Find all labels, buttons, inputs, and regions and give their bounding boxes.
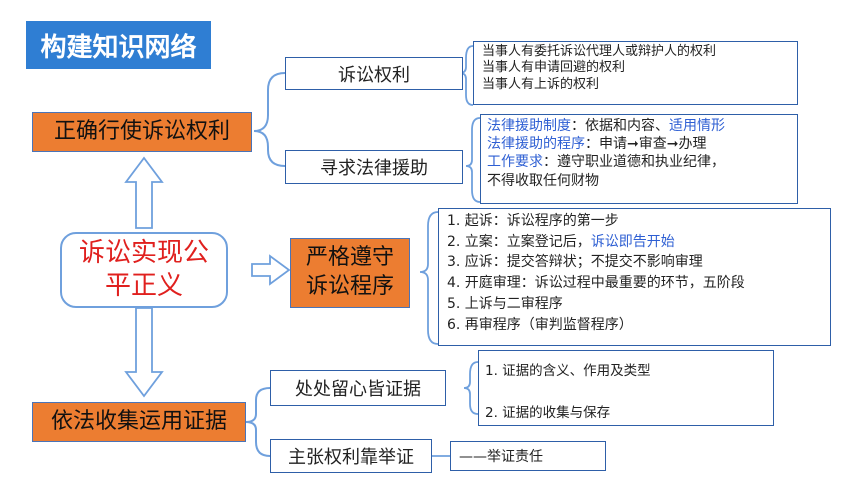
rights-item: 当事人有委托诉讼代理人或辩护人的权利 [482,44,717,59]
procedure-step: 1. 起诉：诉讼程序的第一步 [447,213,619,229]
aid-text: ：依据和内容、 [571,118,669,134]
aid-text: ：遵守职业道德和执业纪律， [543,154,725,171]
aid-term-procedure: 法律援助的程序 [487,136,585,153]
procedure-step: 2. 立案：立案登记后，诉讼即告开始 [447,232,822,253]
aid-line-4: 不得收取任何财物 [487,172,599,189]
aid-line-1: 法律援助制度：依据和内容、适用情形 [487,117,791,135]
burden-note: ——举证责任 [450,441,606,471]
rights-box: 诉讼权利 [285,57,463,90]
burden-box: 主张权利靠举证 [270,439,432,473]
legal-aid-box: 寻求法律援助 [285,150,463,184]
aid-term-cases: 适用情形 [669,118,725,134]
step-highlight: 诉讼即告开始 [590,233,675,250]
node-collect-evidence: 依法收集运用证据 [32,402,246,442]
rights-item: 当事人有申请回避的权利 [482,60,626,76]
aid-line-2: 法律援助的程序：申请➞审查➞办理 [487,135,791,153]
procedure-step: 6. 再审程序（审判监督程序） [447,316,633,333]
aid-term-requirement: 工作要求 [487,154,543,171]
page-title: 构建知识网络 [26,21,211,69]
mid-line-1: 严格遵守 [305,245,394,271]
center-line-2: 平正义 [104,271,183,301]
procedure-step: 3. 应诉：提交答辩状；不提交不影响审理 [447,254,703,271]
rights-item: 当事人有上诉的权利 [482,76,600,92]
rights-notes: 当事人有委托诉讼代理人或辩护人的权利 当事人有申请回避的权利 当事人有上诉的权利 [473,41,798,105]
procedure-brace [419,211,439,345]
evidence-box: 处处留心皆证据 [270,370,446,406]
down-arrow [124,307,164,398]
center-node: 诉讼实现公 平正义 [60,232,228,308]
aid-line-3: 工作要求：遵守职业道德和执业纪律， [487,153,791,171]
mid-line-2: 诉讼程序 [305,274,394,299]
procedure-steps: 1. 起诉：诉讼程序的第一步 2. 立案：立案登记后，诉讼即告开始 3. 应诉：… [438,208,831,346]
right-arrow [251,254,291,286]
up-arrow [124,156,164,229]
node-follow-procedure: 严格遵守 诉讼程序 [290,238,410,308]
bottom-brace [245,387,271,457]
center-line-1: 诉讼实现公 [78,237,209,268]
aid-brace [465,117,481,203]
procedure-step: 5. 上诉与二审程序 [447,295,563,312]
node-exercise-rights: 正确行使诉讼权利 [32,112,252,152]
aid-term-system: 法律援助制度 [487,118,571,134]
aid-text: ：申请➞审查➞办理 [585,136,707,153]
top-brace [253,72,286,167]
evidence-item: 1. 证据的含义、作用及类型 [485,363,651,379]
evidence-brace [463,361,479,415]
step-text: 2. 立案：立案登记后， [447,233,591,250]
evidence-item: 2. 证据的收集与保存 [485,405,611,421]
legal-aid-notes: 法律援助制度：依据和内容、适用情形 法律援助的程序：申请➞审查➞办理 工作要求：… [480,114,798,204]
procedure-step: 4. 开庭审理：诉讼过程中最重要的环节，五阶段 [447,275,745,292]
evidence-notes: 1. 证据的含义、作用及类型 2. 证据的收集与保存 [478,350,774,426]
